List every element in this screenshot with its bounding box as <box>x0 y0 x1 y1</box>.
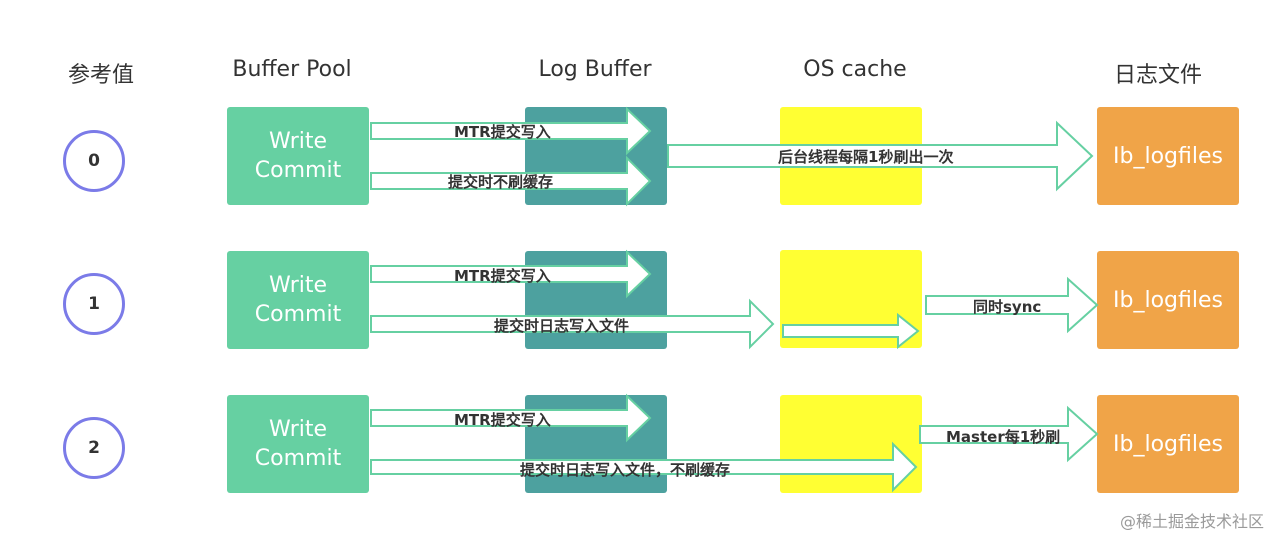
header-param: 参考值 <box>67 63 135 88</box>
arrow-label-mtr-0: MTR提交写入 <box>454 123 551 141</box>
log-file-box-2: Ib_logfiles <box>1097 395 1239 493</box>
value-circle-1: 1 <box>63 273 125 335</box>
value-circle-0: 0 <box>63 130 125 192</box>
log-file-label: Ib_logfiles <box>1113 143 1223 169</box>
arrow-label-mtr-2: MTR提交写入 <box>454 411 551 429</box>
arrow-oscache-1 <box>782 312 920 350</box>
log-file-box-0: Ib_logfiles <box>1097 107 1239 205</box>
arrow-master-2 <box>919 405 1099 463</box>
buffer-line2: Commit <box>254 302 342 327</box>
header-os-cache: OS cache <box>803 57 907 82</box>
buffer-line1: Write <box>268 129 328 154</box>
buffer-line1: Write <box>268 273 328 298</box>
arrow-commit-1 <box>370 298 775 350</box>
value-label: 1 <box>88 294 100 314</box>
header-log-file: 日志文件 <box>1113 63 1203 88</box>
arrow-label-commit-0: 提交时不刷缓存 <box>448 173 554 191</box>
value-label: 0 <box>88 151 100 171</box>
value-label: 2 <box>88 438 100 458</box>
arrow-label-flush-0: 后台线程每隔1秒刷出一次 <box>778 148 954 166</box>
watermark: @稀土掘金技术社区 <box>1119 512 1264 531</box>
arrow-label-mtr-1: MTR提交写入 <box>454 267 551 285</box>
buffer-line1: Write <box>268 417 328 442</box>
arrow-label-commit-1: 提交时日志写入文件 <box>494 317 630 335</box>
value-circle-2: 2 <box>63 417 125 479</box>
arrow-label-sync-1: 同时sync <box>973 298 1042 316</box>
arrow-commit-2 <box>370 441 918 493</box>
arrow-commit-0 <box>370 155 652 207</box>
arrow-mtr-2 <box>370 393 652 443</box>
header-log-buffer: Log Buffer <box>538 57 652 82</box>
log-file-label: Ib_logfiles <box>1113 287 1223 313</box>
buffer-line2: Commit <box>254 446 342 471</box>
log-file-box-1: Ib_logfiles <box>1097 251 1239 349</box>
arrow-label-master-2: Master每1秒刷 <box>946 428 1061 446</box>
header-buffer-pool: Buffer Pool <box>232 57 352 82</box>
arrow-mtr-0 <box>370 106 652 156</box>
arrow-flush-0 <box>667 120 1094 192</box>
arrow-mtr-1 <box>370 249 652 299</box>
log-file-label: Ib_logfiles <box>1113 431 1223 457</box>
arrow-sync-1 <box>925 276 1099 334</box>
buffer-line2: Commit <box>254 158 342 183</box>
arrow-label-commit-2: 提交时日志写入文件，不刷缓存 <box>520 461 731 479</box>
